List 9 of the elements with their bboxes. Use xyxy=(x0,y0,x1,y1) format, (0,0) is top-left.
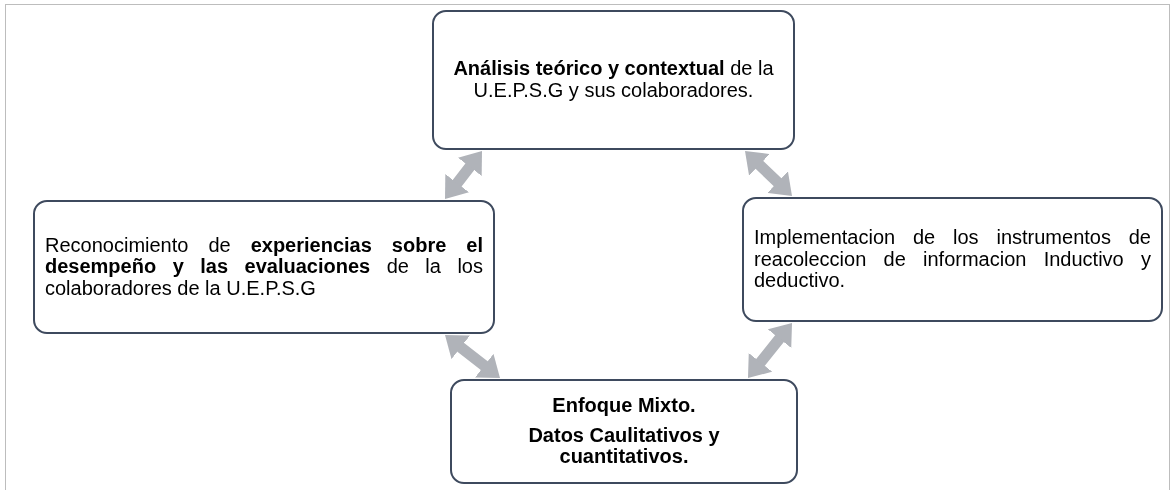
process-box xyxy=(432,10,795,150)
box-text: Implementacion de los instrumentos de reacoleccion de informacion Inductivo y deductivo. xyxy=(754,227,1151,292)
box-text: Reconocimiento de experiencias sobre el desempeño y las evaluaciones de la los colaboradores de la U.E.P.S.G xyxy=(45,234,483,300)
box-text: Enfoque Mixto. xyxy=(551,395,697,417)
process-box xyxy=(33,200,495,334)
box-text: Análisis teórico y contextual de la U.E.P.S.G y sus colaboradores. xyxy=(452,58,775,102)
box-text: Datos Caulitativos y cuantitativos. xyxy=(527,424,721,468)
process-box xyxy=(742,197,1163,322)
process-box xyxy=(450,379,798,484)
